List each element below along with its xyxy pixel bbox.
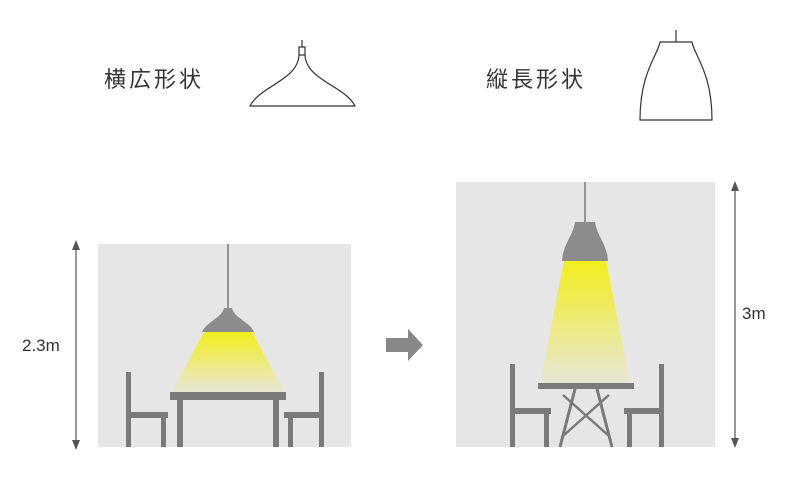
- left-height-arrow: [72, 240, 80, 450]
- right-light-beam: [540, 261, 630, 383]
- left-light-beam: [172, 332, 284, 392]
- right-height-arrow: [731, 181, 739, 448]
- left-height-label: 2.3m: [22, 336, 60, 355]
- tall-shade-outline-icon: [639, 30, 713, 121]
- right-lamp-shade: [562, 222, 608, 261]
- right-room: [456, 182, 715, 448]
- right-chair-2: [624, 364, 664, 447]
- right-height-label: 3m: [742, 304, 766, 323]
- right-chair-1: [510, 364, 551, 447]
- right-arrow-icon: [386, 329, 423, 361]
- wide-shape-label: 横広形状: [104, 68, 205, 93]
- left-lamp-shade: [202, 308, 254, 332]
- wide-shade-outline-icon: [249, 40, 356, 107]
- tall-shape-label: 縦長形状: [486, 68, 587, 93]
- left-chair-1: [126, 372, 168, 447]
- left-room: [98, 244, 351, 447]
- left-table: [170, 392, 286, 447]
- left-chair-2: [284, 372, 324, 447]
- right-table: [538, 383, 634, 448]
